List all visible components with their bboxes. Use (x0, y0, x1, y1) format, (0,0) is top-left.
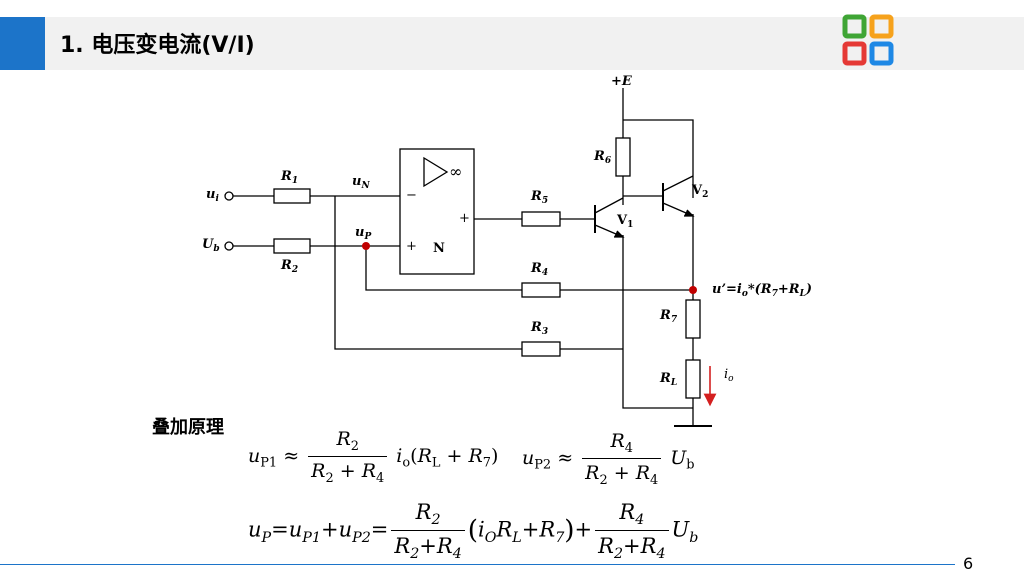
wire-v2-collector (623, 119, 694, 198)
label-v1: V1 (616, 213, 633, 230)
node-output-dot (689, 286, 697, 294)
label-r7: R7 (659, 308, 678, 325)
resistor-r5-body (521, 211, 561, 227)
label-r3: R3 (530, 320, 548, 337)
logo-icon (842, 14, 894, 66)
terminal-ui (224, 191, 234, 201)
transistor-v2-collector (662, 175, 694, 192)
label-v2: V2 (691, 183, 708, 200)
fraction-r2-term: R2 R2+R4 (391, 500, 465, 562)
transistor-v2-emitter-arrow-icon (684, 209, 695, 217)
fraction-r4-term: R4 R2+R4 (595, 500, 669, 562)
op-amp (399, 148, 475, 275)
op-amp-box (399, 148, 475, 275)
equation-up1: uP1 ≈ R2 R2 + R4 io(RL + R7) (248, 428, 499, 486)
label-supply: +E (611, 74, 633, 89)
resistor-r1-body (273, 188, 311, 204)
label-amp-minus: − (406, 188, 417, 203)
resistor-r3-body (521, 341, 561, 357)
label-un: uN (352, 174, 370, 191)
logo-square-green (842, 14, 867, 39)
title-accent-bar (0, 17, 45, 70)
resistor-r7-body (685, 299, 701, 339)
label-io: io (724, 367, 734, 384)
slide-title: 1. 电压变电流(V/I) (60, 33, 255, 58)
label-r4: R4 (530, 261, 548, 278)
terminals (224, 191, 234, 251)
label-r6: R6 (593, 149, 612, 166)
logo-square-orange (869, 14, 894, 39)
resistor-rl-body (685, 359, 701, 399)
transistors (594, 175, 695, 238)
equation-up2: uP2 ≈ R4 R2 + R4 Ub (522, 430, 695, 488)
label-amp-plus-out: + (459, 211, 470, 226)
footer-line (0, 564, 955, 565)
circuit-labels: +E ui Ub R1 R2 R5 R4 R3 R6 R7 RL uN uP −… (202, 74, 812, 388)
label-amp-plus-in: + (406, 239, 417, 254)
label-rl: RL (659, 371, 677, 388)
wire-v1-emitter-down (622, 235, 693, 409)
transistor-v1-collector (594, 197, 624, 214)
wire-up-to-r4 (365, 246, 522, 291)
label-up: uP (355, 225, 371, 242)
equation-up-total: uP=uP1+uP2= R2 R2+R4 (iORL+R7)+ R4 R2+R4… (248, 500, 699, 563)
label-output-node: u’=io*(R7+RL) (712, 282, 812, 299)
terminal-ub (224, 241, 234, 251)
logo-square-red (842, 41, 867, 66)
label-amp-gain: ∞ (449, 162, 462, 181)
label-r1: R1 (280, 169, 298, 186)
section-heading: 叠加原理 (152, 417, 224, 438)
logo-square-blue (869, 41, 894, 66)
junction-dots (362, 242, 697, 294)
page-number: 6 (963, 554, 974, 573)
label-ui: ui (206, 187, 219, 204)
label-ub: Ub (202, 237, 220, 254)
op-amp-triangle-icon (423, 156, 449, 188)
resistors (273, 137, 701, 399)
label-r5: R5 (530, 189, 548, 206)
resistor-r6-body (615, 137, 631, 177)
resistor-r4-body (521, 282, 561, 298)
label-amp-n: N (433, 241, 445, 256)
node-up-dot (362, 242, 370, 250)
wire-feedback-r3 (334, 196, 522, 350)
wires (233, 88, 694, 426)
resistor-r2-body (273, 238, 311, 254)
transistor-v1-emitter-arrow-icon (614, 230, 625, 238)
label-r2: R2 (280, 258, 298, 275)
fraction-r2-over-sum: R2 R2 + R4 (308, 428, 388, 486)
fraction-r4-over-sum: R4 R2 + R4 (582, 430, 662, 488)
